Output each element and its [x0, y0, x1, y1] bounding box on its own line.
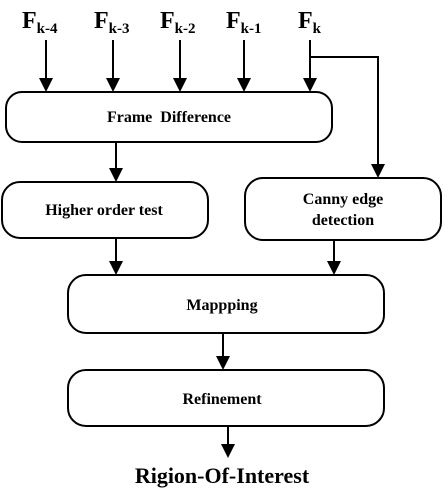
- canny-edge-detection-box: [244, 177, 442, 241]
- arrow-frame-difference-to-higher-order: [109, 142, 123, 182]
- arrow-fk1-to-frame-difference: [237, 40, 251, 92]
- input-label-fk3: Fk-3: [94, 8, 130, 37]
- arrow-mapping-to-refinement: [216, 333, 230, 370]
- input-label-fk1: Fk-1: [226, 8, 262, 37]
- mapping-label: Mappping: [186, 297, 257, 314]
- input-label-fk2: Fk-2: [160, 8, 196, 37]
- arrow-fk-to-canny: [310, 56, 385, 178]
- higher-order-test-box: [1, 181, 209, 239]
- refinement-box: [67, 369, 385, 427]
- arrow-fk-to-frame-difference: [303, 40, 317, 92]
- input-label-fk4: Fk-4: [22, 8, 58, 37]
- input-label-fk: Fk: [298, 8, 322, 37]
- arrow-canny-to-mapping: [327, 240, 341, 275]
- higher-order-test-label: Higher order test: [45, 202, 163, 219]
- arrow-fk3-to-frame-difference: [106, 40, 120, 92]
- frame-difference-box: [5, 91, 333, 143]
- frame-difference-label: Frame Difference: [107, 109, 231, 126]
- canny-edge-detection-label-line2: detection: [312, 212, 374, 229]
- arrow-fk4-to-frame-difference: [39, 40, 53, 92]
- arrow-refinement-to-output: [221, 426, 235, 458]
- mapping-box: [67, 274, 385, 334]
- arrow-higher-order-to-mapping: [109, 238, 123, 275]
- refinement-label: Refinement: [182, 391, 262, 408]
- arrow-fk2-to-frame-difference: [173, 40, 187, 92]
- canny-edge-detection-label-line1: Canny edge: [303, 191, 383, 208]
- output-label: Rigion-Of-Interest: [135, 463, 310, 488]
